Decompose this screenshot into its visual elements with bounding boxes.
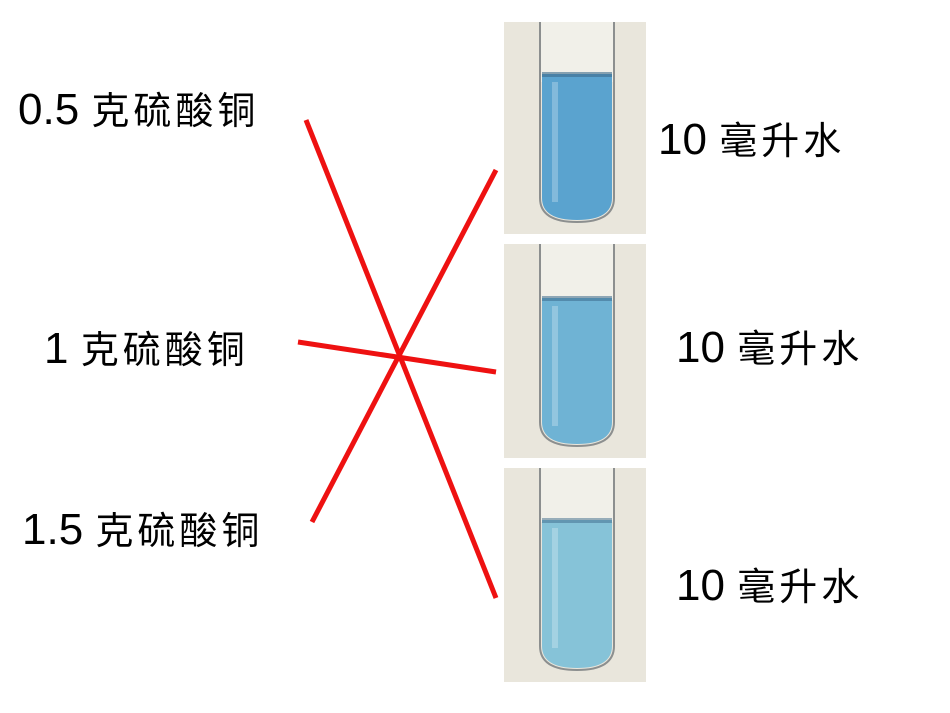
right-label-2: 10 毫升水 bbox=[676, 326, 863, 370]
left-label-1-amount: 0.5 bbox=[18, 85, 80, 134]
left-label-1: 0.5 克硫酸铜 bbox=[18, 88, 259, 132]
test-tube-photo-2 bbox=[504, 244, 646, 458]
connector-line-3 bbox=[309, 168, 499, 524]
right-label-3-unit: 毫升水 bbox=[737, 565, 864, 609]
left-label-3-unit: 克硫酸铜 bbox=[95, 509, 264, 553]
test-tube-photo-3 bbox=[504, 468, 646, 682]
left-label-3-amount: 1.5 bbox=[22, 505, 84, 554]
left-label-1-unit: 克硫酸铜 bbox=[91, 89, 260, 133]
left-label-3: 1.5 克硫酸铜 bbox=[22, 508, 263, 552]
right-label-1: 10 毫升水 bbox=[658, 118, 845, 162]
right-label-1-unit: 毫升水 bbox=[719, 119, 846, 163]
right-label-2-amount: 10 bbox=[676, 323, 725, 372]
right-label-1-amount: 10 bbox=[658, 115, 707, 164]
test-tube-photo-1 bbox=[504, 22, 646, 234]
right-label-3: 10 毫升水 bbox=[676, 564, 863, 608]
left-label-2-amount: 1 bbox=[44, 324, 69, 373]
left-label-2: 1 克硫酸铜 bbox=[44, 327, 249, 371]
right-label-2-unit: 毫升水 bbox=[737, 327, 864, 371]
right-label-3-amount: 10 bbox=[676, 561, 725, 610]
left-label-2-unit: 克硫酸铜 bbox=[80, 328, 249, 372]
